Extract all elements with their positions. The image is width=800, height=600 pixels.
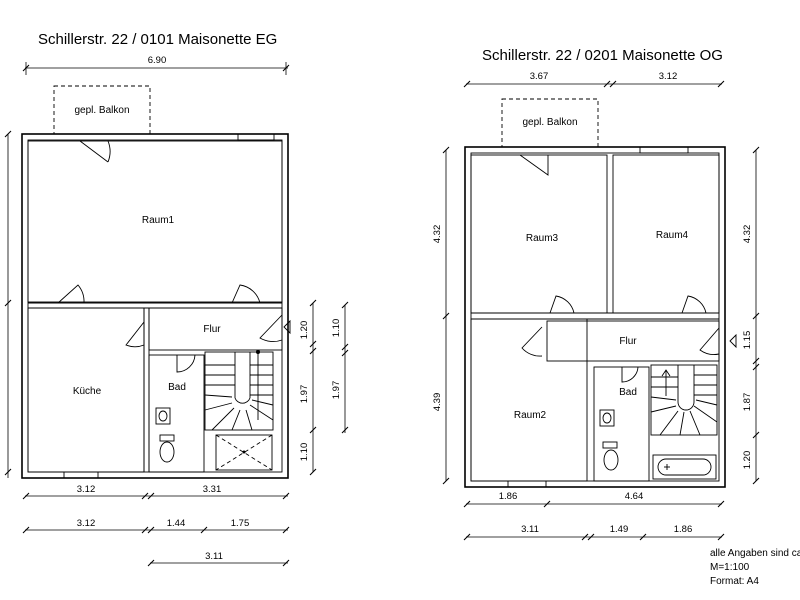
og-dim-lb: 4.39 bbox=[432, 393, 443, 412]
og-door-raum2 bbox=[521, 326, 543, 357]
og-dim-bottom1: 1.86 4.64 bbox=[463, 491, 725, 508]
og-outer-wall bbox=[464, 146, 726, 488]
og-dim-ta: 3.67 bbox=[530, 71, 549, 82]
eg-entry-arrow-icon bbox=[283, 319, 291, 335]
og-door-raum3 bbox=[549, 295, 575, 314]
og-stairs bbox=[650, 364, 718, 436]
og-dim-b1b: 4.64 bbox=[625, 491, 644, 502]
eg-dim-r1a: 1.20 bbox=[299, 321, 310, 340]
og-dim-b2c: 1.86 bbox=[674, 524, 693, 535]
og-dim-rd: 1.20 bbox=[742, 451, 753, 470]
eg-door-balcony bbox=[79, 140, 111, 163]
og-window-raum2 bbox=[507, 480, 547, 488]
eg-dim-bottom1: 3.12 3.31 bbox=[22, 484, 290, 500]
eg-dim-right2: 1.10 1.97 bbox=[331, 301, 349, 434]
eg-dim-r1c: 1.10 bbox=[299, 443, 310, 462]
eg-shower-icon bbox=[215, 434, 273, 471]
og-dim-b2a: 3.11 bbox=[521, 524, 539, 535]
eg-bad-label: Bad bbox=[168, 382, 186, 393]
eg-dim-b1b: 3.31 bbox=[203, 484, 222, 495]
eg-dim-bottom2: 3.12 1.44 1.75 bbox=[22, 518, 290, 534]
og-raum4-label: Raum4 bbox=[656, 230, 689, 241]
og-dim-ra: 4.32 bbox=[742, 225, 753, 244]
eg-dim-r1b: 1.97 bbox=[299, 385, 310, 404]
note-line1: alle Angaben sind ca. bbox=[710, 548, 800, 559]
og-door-raum4 bbox=[681, 295, 707, 314]
og-balcony-label: gepl. Balkon bbox=[522, 117, 577, 128]
og-dim-rb: 1.15 bbox=[742, 331, 753, 350]
eg-dim-b2c: 1.75 bbox=[231, 518, 250, 529]
og-dim-b2b: 1.49 bbox=[610, 524, 629, 535]
eg-kueche-label: Küche bbox=[73, 386, 102, 397]
eg-room-flur bbox=[148, 307, 283, 351]
eg-door-kueche-side bbox=[125, 321, 145, 348]
og-flur-label: Flur bbox=[619, 336, 637, 347]
eg-outer-wall bbox=[21, 133, 289, 479]
og-dim-left: 4.32 4.39 bbox=[432, 146, 450, 485]
eg-door-entry bbox=[259, 314, 283, 342]
og-room-bad bbox=[593, 366, 650, 482]
eg-dim-r2a: 1.10 bbox=[331, 319, 342, 338]
og-bathtub-icon bbox=[652, 454, 717, 480]
plan-og-title: Schillerstr. 22 / 0201 Maisonette OG bbox=[482, 47, 723, 64]
og-door-flur-side bbox=[699, 327, 720, 355]
eg-door-kueche-raum1 bbox=[57, 284, 85, 304]
eg-sink-icon bbox=[155, 407, 171, 425]
eg-dim-b2a: 3.12 bbox=[77, 518, 96, 529]
og-window-raum4 bbox=[639, 146, 689, 154]
og-door-balcony bbox=[519, 154, 549, 176]
og-dim-top: 3.67 3.12 bbox=[463, 71, 725, 88]
notes: alle Angaben sind ca. M=1:100 Format: A4 bbox=[710, 548, 800, 587]
eg-balcony-label: gepl. Balkon bbox=[74, 105, 129, 116]
eg-door-flur-raum1 bbox=[231, 284, 261, 304]
og-bad-label: Bad bbox=[619, 387, 637, 398]
og-raum3-label: Raum3 bbox=[526, 233, 559, 244]
plan-og: Schillerstr. 22 / 0201 Maisonette OG 3.6… bbox=[432, 47, 760, 541]
eg-dim-b3: 3.11 bbox=[205, 551, 223, 562]
og-dim-tb: 3.12 bbox=[659, 71, 678, 82]
og-dim-b1a: 1.86 bbox=[499, 491, 518, 502]
og-room-raum2 bbox=[470, 318, 588, 482]
eg-dim-top: 6.90 bbox=[22, 55, 290, 75]
eg-window-kueche bbox=[63, 471, 99, 479]
eg-dim-top-label: 6.90 bbox=[148, 55, 167, 66]
note-line2: M=1:100 bbox=[710, 562, 750, 573]
eg-room-bad bbox=[148, 354, 205, 473]
eg-door-bad bbox=[176, 354, 196, 373]
eg-raum1-label: Raum1 bbox=[142, 215, 175, 226]
eg-dim-r2b: 1.97 bbox=[331, 381, 342, 400]
og-toilet-icon bbox=[602, 441, 619, 471]
eg-dim-b1a: 3.12 bbox=[77, 484, 96, 495]
og-inner-wall-line bbox=[470, 152, 720, 482]
plan-eg: Schillerstr. 22 / 0101 Maisonette EG 6.9… bbox=[4, 31, 349, 567]
og-arrow-icon bbox=[729, 333, 737, 349]
eg-inner-wall-line bbox=[27, 139, 283, 473]
og-room-flur bbox=[546, 320, 720, 362]
eg-dim-b2b: 1.44 bbox=[167, 518, 186, 529]
eg-toilet-icon bbox=[159, 434, 175, 463]
plan-eg-title: Schillerstr. 22 / 0101 Maisonette EG bbox=[38, 31, 277, 48]
eg-window-top bbox=[237, 133, 275, 141]
og-raum2-label: Raum2 bbox=[514, 410, 547, 421]
eg-dim-right1: 1.20 1.97 1.10 bbox=[299, 299, 317, 476]
eg-stairs bbox=[204, 350, 274, 431]
og-dim-la: 4.32 bbox=[432, 225, 443, 244]
og-sink-icon bbox=[599, 409, 615, 427]
og-door-bad bbox=[621, 366, 639, 383]
eg-flur-label: Flur bbox=[203, 324, 221, 335]
note-line3: Format: A4 bbox=[710, 576, 759, 587]
og-dim-bottom2: 3.11 1.49 1.86 bbox=[463, 524, 725, 541]
og-dim-right: 4.32 1.15 1.87 1.20 bbox=[742, 146, 760, 485]
eg-dim-bottom3: 3.11 bbox=[147, 551, 290, 567]
eg-room-raum1 bbox=[27, 140, 283, 303]
og-dim-rc: 1.87 bbox=[742, 393, 753, 412]
